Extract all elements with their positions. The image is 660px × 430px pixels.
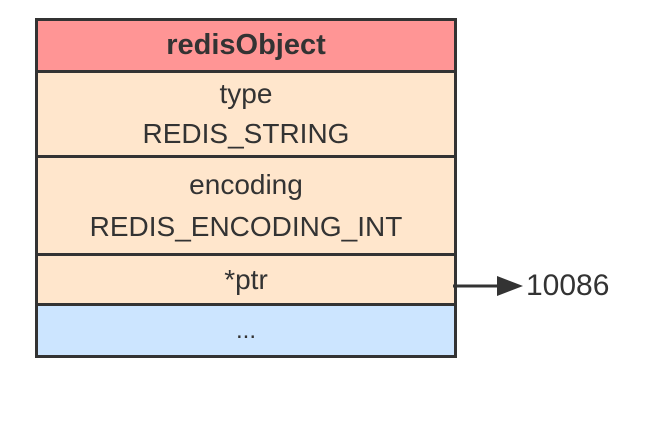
pointer-arrow (453, 276, 523, 296)
encoding-field-name: encoding (189, 168, 303, 200)
pointer-target-value: 10086 (526, 269, 610, 302)
type-field-value: REDIS_STRING (142, 118, 350, 149)
redis-object-struct: redisObject type REDIS_STRING encoding R… (35, 18, 457, 358)
ellipsis-label: ... (235, 316, 256, 344)
struct-title-row: redisObject (38, 21, 454, 73)
ptr-field-name: *ptr (224, 263, 268, 295)
ellipsis-row: ... (38, 306, 454, 355)
encoding-field-row: encoding REDIS_ENCODING_INT (38, 158, 454, 256)
type-field-row: type REDIS_STRING (38, 73, 454, 158)
struct-title: redisObject (166, 29, 326, 61)
type-field-name: type (219, 78, 273, 109)
encoding-field-value: REDIS_ENCODING_INT (89, 210, 403, 242)
ptr-field-row: *ptr (38, 256, 454, 306)
